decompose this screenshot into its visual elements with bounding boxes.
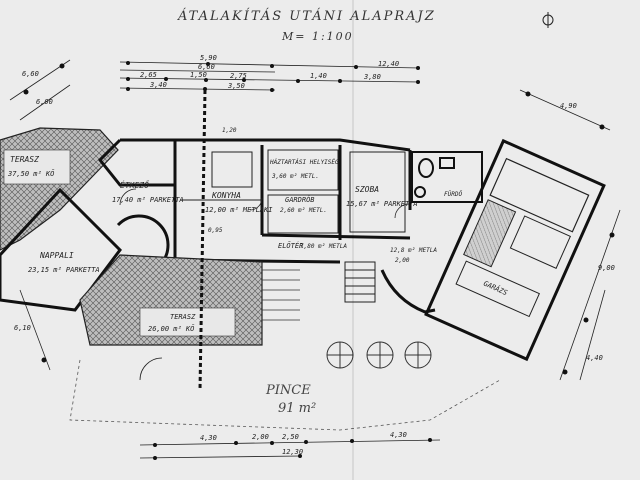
- living-room-label: NAPPALI: [39, 251, 74, 260]
- dimension-tick-marks: [126, 61, 420, 92]
- bedroom-area: 15,67 m² PARKETTA: [346, 200, 418, 208]
- bathroom-label: FÜRDŐ: [444, 191, 462, 198]
- dim-bottom-3: 2,50: [282, 433, 299, 441]
- dim-right-3: 4,40: [586, 354, 603, 362]
- dim-top-1a: 5,90: [200, 54, 217, 62]
- step-lines: [262, 269, 300, 321]
- cellar-area: 91 m²: [278, 401, 316, 416]
- kitchen-area: 12,00 m² METLAKI: [205, 206, 273, 214]
- dim-bottom-total: 12,30: [282, 448, 303, 456]
- dim-top-3e: 3,80: [363, 73, 381, 81]
- garage-annex: GARÁZS: [424, 138, 606, 362]
- tree-symbols: [326, 341, 432, 369]
- north-arrow-icon: [542, 12, 554, 28]
- dim-top-3b: 1,50: [190, 71, 207, 79]
- terrace-label: TERASZ: [10, 155, 39, 164]
- lower-terrace-area: 26,00 m² KŐ: [148, 324, 195, 333]
- hall-area: 7,80 m² METLA: [300, 243, 347, 250]
- dim-right-1: 4,90: [560, 102, 577, 110]
- dim-left-1: 6,60: [22, 70, 39, 78]
- hall2-area: 12,8 m² METLA: [390, 247, 437, 254]
- kitchen-label: KONYHA: [211, 191, 241, 200]
- living-room-area: 23,15 m² PARKETTA: [28, 266, 100, 274]
- dim-bottom-4: 4,30: [390, 431, 407, 439]
- dim-bottom-1: 4,30: [200, 434, 217, 442]
- wardrobe-area: 2,60 m² METL.: [280, 207, 327, 214]
- plan-scale: M= 1:100: [281, 30, 354, 43]
- dim-top-2a: 6,60: [198, 63, 215, 71]
- dim-misc-1: 1,20: [222, 127, 237, 134]
- door-swings: [119, 188, 410, 381]
- dim-top-1b: 12,40: [378, 60, 399, 68]
- dim-left-3: 6,10: [14, 324, 31, 332]
- dining-label: ÉTKEZŐ: [120, 179, 149, 190]
- bathroom: [411, 151, 483, 203]
- utility-area: 3,60 m² METL.: [271, 173, 319, 180]
- dim-top-3a: 2,65: [140, 71, 157, 79]
- bedroom-label: SZOBA: [355, 185, 379, 194]
- plan-title: ÁTALAKÍTÁS UTÁNI ALAPRAJZ: [177, 8, 436, 24]
- section-axis: [198, 89, 207, 391]
- bottom-dimension-lines: [139, 439, 441, 459]
- dim-top-4b: 3,50: [227, 82, 245, 90]
- dim-left-2: 6,00: [36, 98, 53, 106]
- cellar-label: PINCE: [265, 383, 311, 398]
- utility-label: HÁZTARTÁSI HELYISÉG: [269, 158, 339, 166]
- dim-top-3c: 2,75: [230, 72, 247, 80]
- dining-area: 17,40 m² PARKETTA: [112, 196, 184, 204]
- hall-label: ELŐTÉR: [278, 241, 303, 250]
- garage-label: GARÁZS: [482, 279, 509, 298]
- wardrobe-label: GARDRÓB: [285, 195, 315, 204]
- main-walls: [97, 138, 412, 264]
- stairs: [344, 261, 376, 303]
- lower-terrace-label: TERASZ: [170, 313, 196, 321]
- side-dimension-lines: [9, 59, 621, 381]
- dim-top-4a: 3,40: [149, 81, 167, 89]
- top-dimension-lines: [119, 61, 421, 91]
- dim-bottom-2: 2,00: [252, 433, 269, 441]
- paper-fold: [352, 0, 354, 480]
- dim-top-3d: 1,40: [310, 72, 327, 80]
- dim-right-2: 9,00: [598, 264, 615, 272]
- dim-misc-2: 0,95: [208, 227, 223, 234]
- terrace-area: 37,50 m² KŐ: [7, 169, 55, 178]
- dim-misc-3: 2,00: [395, 257, 410, 264]
